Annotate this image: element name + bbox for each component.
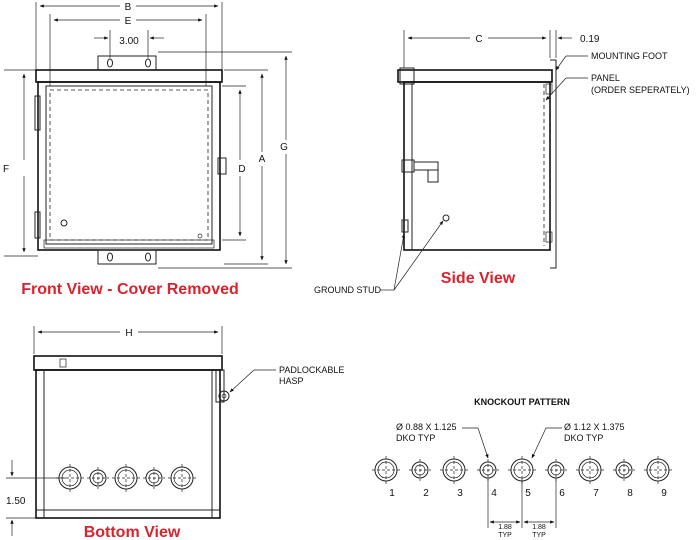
front-ground-stud (60, 219, 68, 227)
knockout-7 (576, 456, 604, 484)
side-lid (397, 69, 553, 83)
knockout-9 (644, 456, 672, 484)
front-view-caption: Front View - Cover Removed (21, 281, 239, 298)
side-lid-hinge (399, 67, 415, 85)
bottom-knockout-5 (168, 464, 196, 492)
dim-bottom-offset-label: 1.50 (6, 496, 26, 507)
dim-c-label: C (475, 34, 482, 45)
large-knockout-size: Ø 1.12 X 1.375 (564, 422, 625, 432)
knockout-2 (409, 459, 431, 481)
front-latch (217, 157, 227, 175)
dim-g-label: G (280, 142, 288, 153)
dim-f-label: F (3, 164, 9, 175)
dim-h-label: H (125, 328, 132, 339)
side-mounting-foot (550, 59, 557, 269)
bottom-lid (33, 355, 223, 371)
mounting-foot-label: MOUNTING FOOT (591, 51, 668, 61)
hasp-label-line1: PADLOCKABLE (279, 365, 344, 375)
ground-stud-label: GROUND STUD (314, 285, 381, 295)
bottom-view: H 1.50 PADLOCKABLE HASP Bottom View (6, 326, 344, 540)
hasp-label-line2: HASP (279, 376, 304, 386)
knockout-6 (545, 459, 567, 481)
front-hinge-top (34, 95, 41, 131)
knockout-number-5: 5 (525, 488, 531, 499)
knockout-number-3: 3 (457, 488, 463, 499)
side-hinge-bottom (401, 219, 409, 233)
knockout-number-7: 7 (593, 488, 599, 499)
knockout-1 (372, 456, 400, 484)
front-panel-outline (49, 89, 209, 241)
bottom-knockout-row (56, 464, 196, 492)
knockout-title: KNOCKOUT PATTERN (474, 397, 570, 407)
knockout-number-4: 4 (491, 488, 497, 499)
knockout-pattern: KNOCKOUT PATTERN Ø 0.88 X 1.125 DKO TYP … (372, 397, 672, 539)
knockout-numbers: 1 2 3 4 5 6 7 8 9 (389, 488, 667, 499)
dim-e-label: E (125, 16, 132, 27)
bottom-hasp (215, 369, 225, 403)
side-body (403, 81, 551, 251)
front-body (37, 81, 221, 251)
knockout-number-9: 9 (661, 488, 667, 499)
front-inner-frame (45, 85, 213, 245)
dim-d-label: D (238, 164, 245, 175)
small-knockout-size: Ø 0.88 X 1.125 (396, 422, 457, 432)
front-lid (35, 69, 223, 83)
front-screw (197, 233, 203, 239)
front-bottom-slot-left (107, 252, 113, 262)
pitch-label-1: 1.88 (498, 524, 512, 531)
side-view-caption: Side View (441, 270, 516, 287)
knockout-3 (440, 456, 468, 484)
bottom-view-caption: Bottom View (84, 524, 181, 540)
dim-offset-label: 0.19 (580, 34, 600, 45)
front-hinge-bottom (34, 211, 41, 239)
side-ground-stud (442, 214, 450, 222)
dim-spacing-label: 3.00 (119, 36, 139, 47)
panel-label-line1: PANEL (591, 73, 620, 83)
large-knockout-type: DKO TYP (564, 433, 603, 443)
side-view: C 0.19 MOUNTING FOOT PANEL (ORDER SEPERA… (314, 30, 690, 295)
pitch-typ-1: TYP (498, 532, 512, 539)
panel-label-line2: (ORDER SEPERATELY) (591, 85, 690, 95)
front-top-tab (97, 55, 157, 71)
bottom-body (35, 369, 221, 519)
pitch-typ-2: TYP (532, 532, 546, 539)
bottom-knockout-2 (87, 467, 109, 489)
dim-b-label: B (125, 2, 132, 13)
knockout-number-2: 2 (423, 488, 429, 499)
front-top-slot-left (107, 58, 113, 68)
front-top-slot-right (145, 58, 151, 68)
knockout-number-1: 1 (389, 488, 395, 499)
bottom-knockout-4 (143, 467, 165, 489)
knockout-number-6: 6 (559, 488, 565, 499)
front-bottom-strip (43, 239, 215, 249)
front-view: B E 3.00 F D A G (3, 2, 292, 298)
dim-a-label: A (259, 154, 266, 165)
knockout-number-8: 8 (627, 488, 633, 499)
small-knockout-type: DKO TYP (396, 433, 435, 443)
knockout-8 (613, 459, 635, 481)
bottom-knockout-3 (112, 464, 140, 492)
knockout-4 (477, 459, 499, 481)
front-bottom-tab (97, 249, 157, 265)
pitch-label-2: 1.88 (532, 524, 546, 531)
front-bottom-slot-right (145, 252, 151, 262)
